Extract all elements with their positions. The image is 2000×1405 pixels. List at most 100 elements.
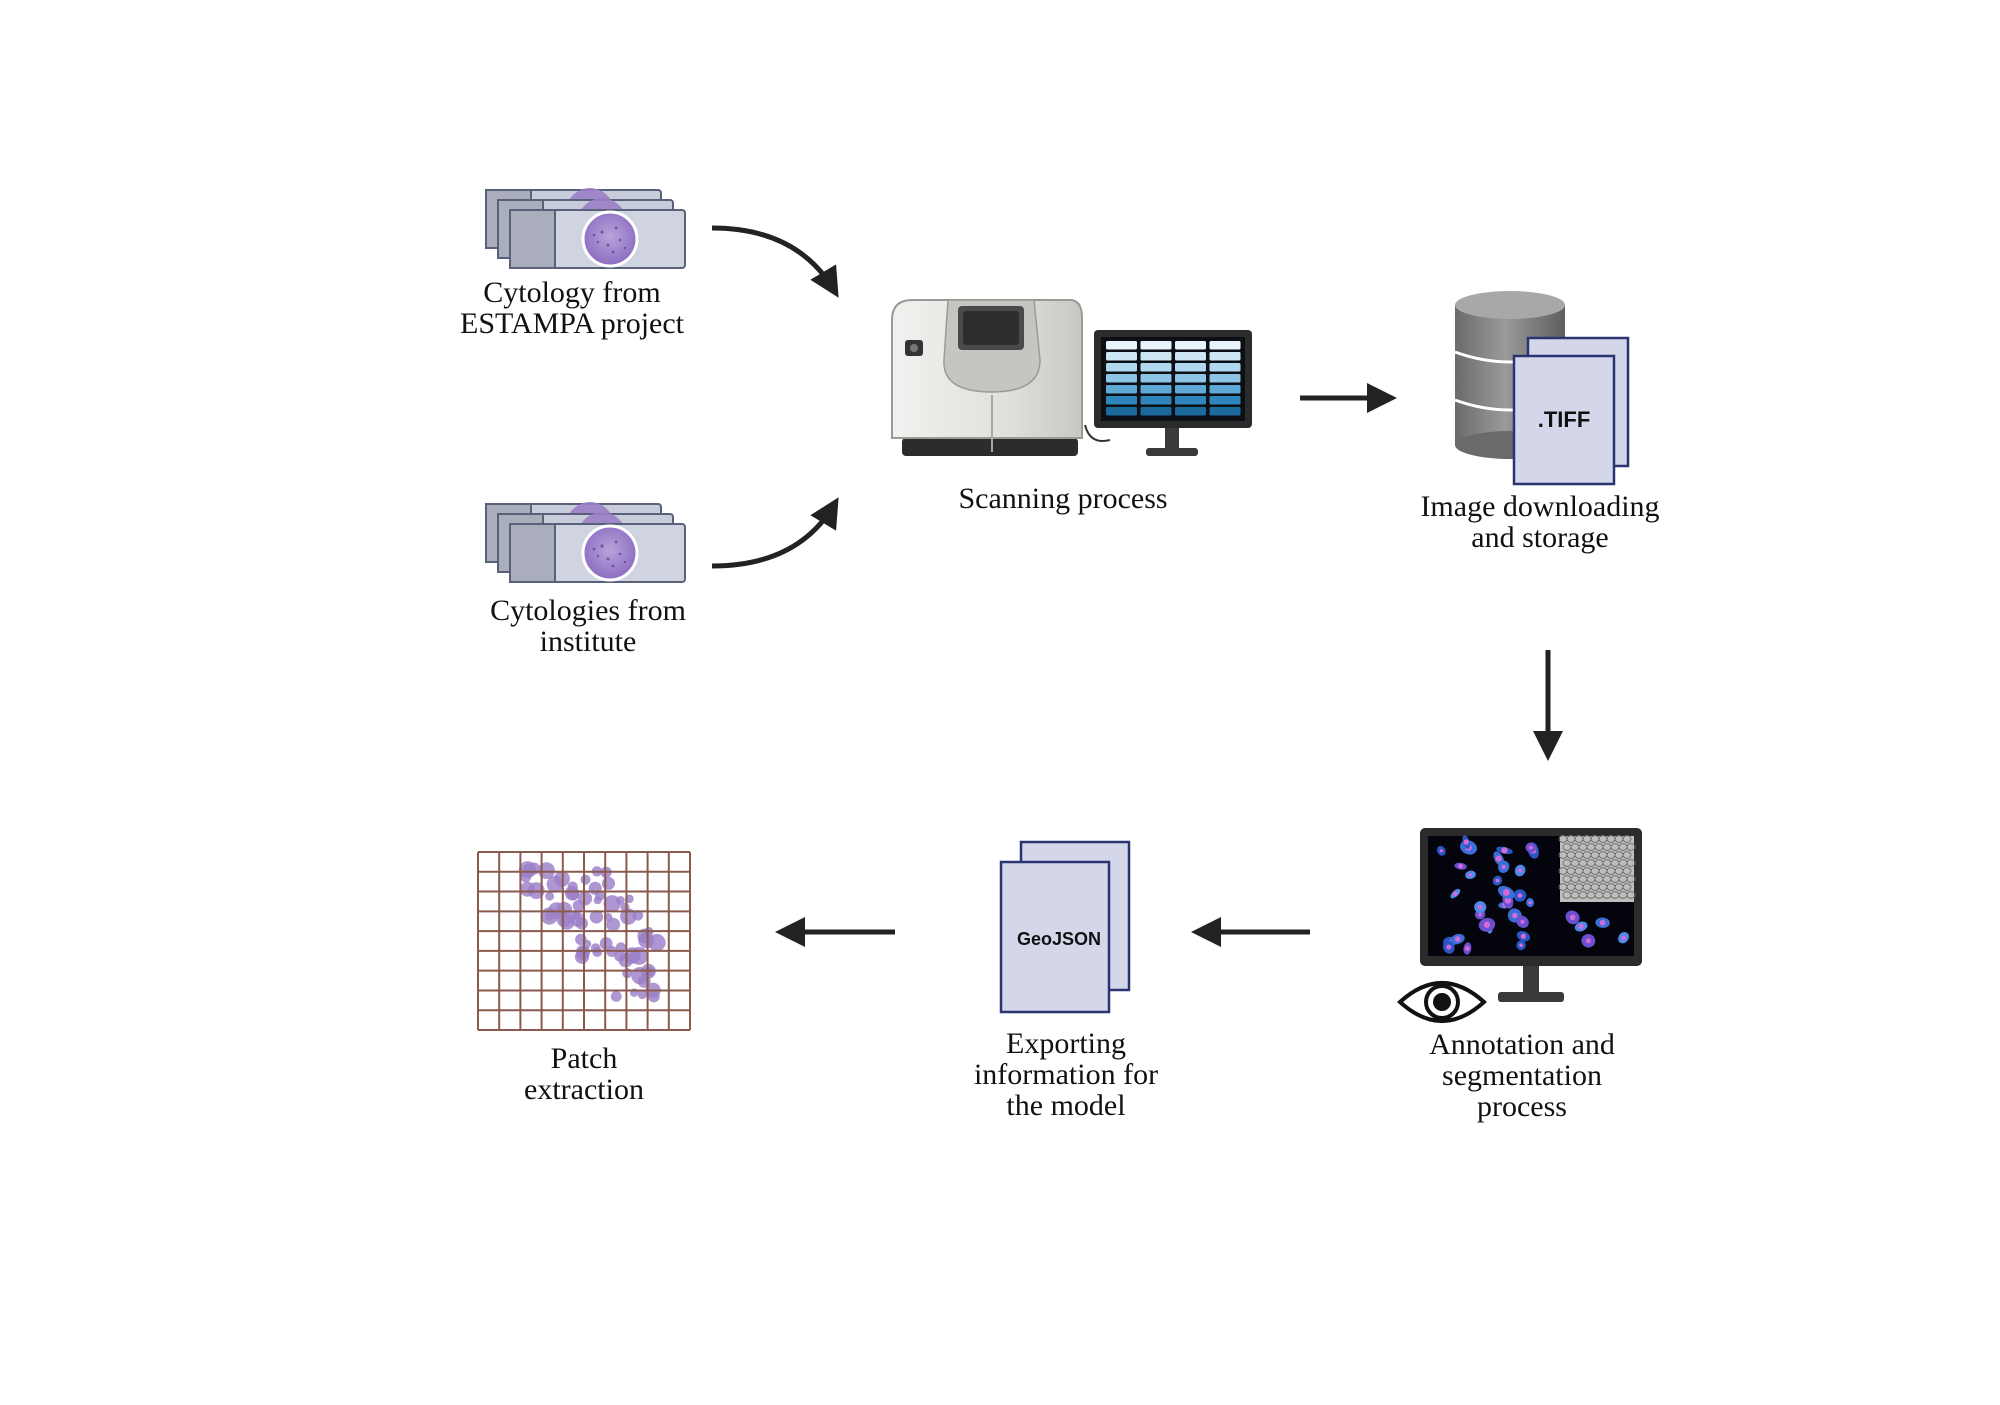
cell-nucleus: [1439, 849, 1443, 853]
label-patch-extraction: Patch extraction: [524, 1043, 644, 1105]
table-cell: [1209, 407, 1241, 416]
table-cell: [1106, 374, 1137, 383]
table-cell: [1106, 396, 1137, 405]
label-annotation-segmentation: Annotation and segmentation process: [1429, 1029, 1615, 1122]
cell-nucleus: [1495, 855, 1502, 862]
cell-nucleus: [1621, 935, 1626, 940]
eye-icon: [1397, 981, 1487, 1023]
zoom-cell: [1626, 859, 1636, 867]
cell-nucleus: [1468, 873, 1473, 877]
arrow-institute-to-scanner: [711, 497, 839, 569]
cell-nucleus: [1454, 936, 1461, 942]
patch-cell: [638, 934, 647, 943]
table-cell: [1106, 407, 1137, 416]
patch-cell: [594, 890, 605, 901]
table-cell: [1175, 385, 1206, 394]
patch-cell: [631, 966, 649, 985]
label-line: Patch: [550, 1042, 618, 1075]
cell-nucleus: [1518, 868, 1523, 873]
cell-nucleus: [1569, 914, 1576, 921]
patch-cell: [630, 946, 649, 965]
label-line: institute: [539, 625, 637, 658]
patch-cell: [519, 881, 535, 897]
label-line: and storage: [1471, 521, 1609, 554]
patch-cell: [567, 888, 580, 901]
cell-nucleus: [1578, 924, 1584, 929]
patch-cell: [601, 876, 616, 891]
table-cell: [1140, 352, 1172, 361]
label-line: Cytology from: [483, 276, 661, 309]
table-cell: [1209, 374, 1241, 383]
label-line: Cytologies from: [490, 594, 686, 627]
label-line: Annotation and: [1429, 1028, 1615, 1061]
patch-cell: [545, 891, 555, 901]
tiff-file-icon: .TIFF: [1512, 336, 1630, 486]
cell-nucleus: [1501, 847, 1508, 854]
cell-nucleus: [1512, 912, 1518, 919]
table-cell: [1209, 385, 1241, 394]
zoom-cell: [1626, 843, 1636, 851]
table-cell: [1209, 396, 1241, 405]
patch-cell: [570, 912, 585, 927]
cell-nucleus: [1458, 863, 1464, 869]
geojson-file-icon: GeoJSON: [999, 840, 1131, 1014]
zoom-cell: [1622, 851, 1632, 859]
annotation-monitor-icon: [1420, 828, 1642, 1002]
zoom-cell: [1622, 867, 1632, 875]
patch-cell: [620, 908, 637, 925]
table-cell: [1106, 363, 1137, 372]
label-line: segmentation: [1442, 1059, 1602, 1092]
label-scanning-process: Scanning process: [958, 483, 1167, 514]
table-cell: [1209, 352, 1241, 361]
label-line: Image downloading: [1420, 490, 1660, 523]
cell-nucleus: [1478, 912, 1482, 917]
arrow-estampa-to-scanner: [711, 225, 839, 298]
table-cell: [1140, 363, 1172, 372]
patch-cell: [606, 917, 621, 932]
table-cell: [1175, 352, 1206, 361]
patch-grid-icon: [477, 851, 691, 1031]
label-cytologies-institute: Cytologies from institute: [490, 595, 686, 657]
table-cell: [1175, 374, 1206, 383]
cell-nucleus: [1502, 889, 1510, 896]
zoom-cell: [1622, 883, 1632, 891]
slide-scanner-icon: [891, 299, 1083, 456]
scanner-monitor-icon: [1084, 330, 1252, 456]
label-line: Scanning process: [958, 482, 1168, 515]
cell-nucleus: [1520, 933, 1527, 939]
patch-cell: [572, 899, 585, 912]
table-cell: [1175, 396, 1206, 405]
cell-nucleus: [1465, 946, 1470, 951]
patch-cell: [518, 861, 537, 879]
patch-cell: [615, 942, 627, 953]
patch-cell: [580, 874, 591, 885]
cell-nucleus: [1453, 891, 1458, 896]
label-line: the model: [1006, 1089, 1126, 1122]
table-cell: [1209, 363, 1241, 372]
label-line: Exporting: [1006, 1027, 1126, 1060]
zoom-cell: [1626, 891, 1636, 899]
patch-cell: [648, 933, 666, 952]
cell-nucleus: [1585, 938, 1591, 944]
table-cell: [1106, 352, 1137, 361]
table-cell: [1140, 374, 1172, 383]
patch-cell: [637, 989, 648, 1000]
label-image-storage: Image downloading and storage: [1420, 491, 1659, 553]
slide-stack-estampa-icon: [485, 188, 686, 269]
cell-nucleus: [1599, 919, 1606, 926]
zoom-cell: [1626, 875, 1636, 883]
cell-nucleus: [1495, 878, 1500, 883]
table-cell: [1106, 341, 1137, 350]
zoom-cell: [1622, 835, 1632, 843]
cell-nucleus: [1520, 919, 1525, 924]
cell-nucleus: [1463, 839, 1469, 845]
table-cell: [1175, 363, 1206, 372]
label-exporting-information: Exporting information for the model: [974, 1028, 1158, 1121]
table-cell: [1140, 341, 1172, 350]
patch-cell: [556, 901, 573, 918]
label-line: extraction: [524, 1073, 644, 1106]
cell-nucleus: [1501, 864, 1506, 869]
table-cell: [1175, 407, 1206, 416]
